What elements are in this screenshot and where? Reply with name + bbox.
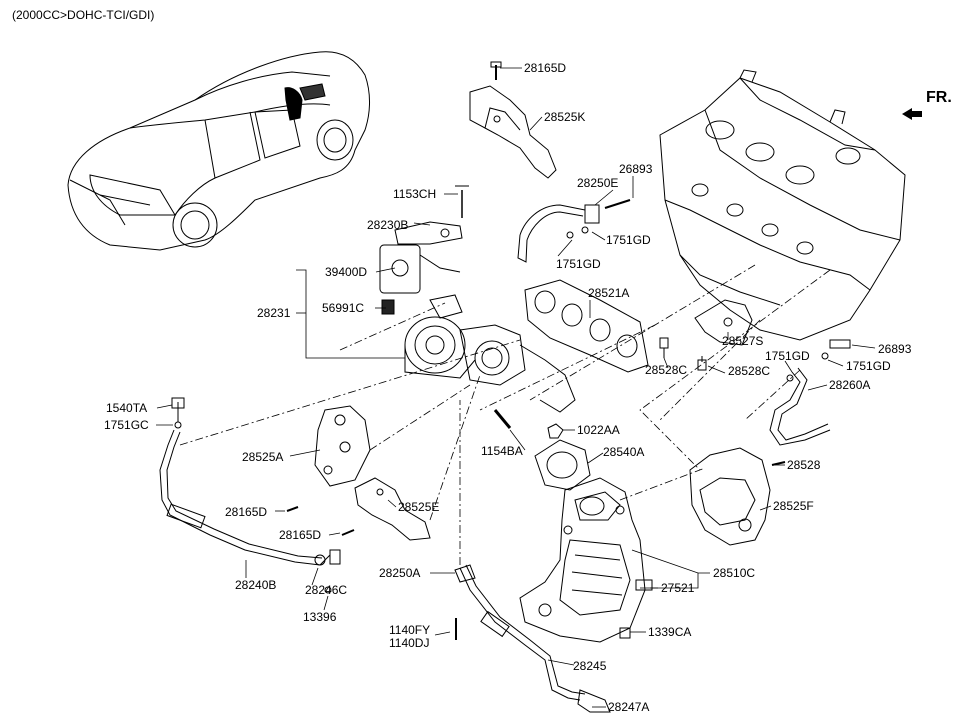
part-label-28528[interactable]: 28528 (787, 458, 821, 472)
part-label-28165D[interactable]: 28165D (524, 61, 567, 75)
part-label-28250E[interactable]: 28250E (577, 176, 619, 190)
return-pipe-lower (454, 564, 611, 713)
part-label-28165D[interactable]: 28165D (279, 528, 322, 542)
part-label-56991C[interactable]: 56991C (322, 301, 365, 315)
part-label-27521[interactable]: 27521 (661, 581, 695, 595)
part-label-28521A[interactable]: 28521A (588, 286, 630, 300)
part-label-13396[interactable]: 13396 (303, 610, 337, 624)
part-label-28540A[interactable]: 28540A (603, 445, 645, 459)
turbocharger-assembly (379, 185, 576, 413)
engine-cylinder-head (659, 69, 906, 341)
part-label-1339CA[interactable]: 1339CA (648, 625, 692, 639)
part-label-26893[interactable]: 26893 (619, 162, 653, 176)
part-label-28246C[interactable]: 28246C (305, 583, 348, 597)
heat-shield-lower (354, 477, 431, 541)
part-label-28525K[interactable]: 28525K (544, 110, 586, 124)
leader-lines (156, 67, 876, 708)
part-label-39400D[interactable]: 39400D (325, 265, 368, 279)
part-label-1540TA[interactable]: 1540TA (106, 401, 148, 415)
part-label-28525F[interactable]: 28525F (773, 499, 814, 513)
part-label-1751GD[interactable]: 1751GD (606, 233, 651, 247)
part-label-1751GD[interactable]: 1751GD (765, 349, 810, 363)
part-label-28528C[interactable]: 28528C (645, 363, 688, 377)
part-label-1751GD[interactable]: 1751GD (556, 257, 601, 271)
front-direction-label: FR. (926, 89, 952, 106)
part-label-1154BA[interactable]: 1154BA (481, 444, 523, 458)
part-label-28165D[interactable]: 28165D (225, 505, 268, 519)
manifold-gasket (524, 279, 649, 373)
part-label-28240B[interactable]: 28240B (235, 578, 277, 592)
vehicle-silhouette (67, 51, 370, 251)
heat-shield-right (689, 447, 786, 546)
part-label-28250A[interactable]: 28250A (379, 566, 421, 580)
coolant-pipe-right (769, 339, 851, 446)
part-label-28525A[interactable]: 28525A (242, 450, 284, 464)
part-label-28247A[interactable]: 28247A (608, 700, 650, 714)
catalytic-converter (519, 477, 653, 643)
assembly-guide-lines (179, 264, 831, 565)
part-label-1140FY[interactable]: 1140FY (389, 623, 431, 637)
part-label-28510C[interactable]: 28510C (713, 566, 756, 580)
oil-feed-pipe (159, 397, 341, 566)
small-fasteners (174, 61, 502, 594)
nut-1022AA (547, 423, 564, 439)
part-label-28525E[interactable]: 28525E (398, 500, 440, 514)
heat-shield-upper (469, 85, 557, 179)
part-label-28231[interactable]: 28231 (257, 306, 291, 320)
front-arrow-icon (902, 108, 922, 120)
part-label-28230B[interactable]: 28230B (367, 218, 409, 232)
engine-variant-title: (2000CC>DOHC-TCI/GDI) (12, 8, 155, 22)
stud-1154BA (493, 409, 512, 429)
part-label-28245[interactable]: 28245 (573, 659, 607, 673)
part-label-1140DJ[interactable]: 1140DJ (389, 636, 430, 650)
converter-gasket (534, 439, 591, 491)
coolant-pipe-upper (517, 199, 631, 263)
heat-shield-left (314, 405, 371, 487)
part-label-1153CH[interactable]: 1153CH (393, 187, 437, 201)
part-label-28260A[interactable]: 28260A (829, 378, 871, 392)
part-label-26893[interactable]: 26893 (878, 342, 912, 356)
part-label-1751GC[interactable]: 1751GC (104, 418, 149, 432)
part-label-28528C[interactable]: 28528C (728, 364, 771, 378)
bolts-28528C (659, 337, 707, 371)
part-label-1022AA[interactable]: 1022AA (577, 423, 620, 437)
part-label-1751GD[interactable]: 1751GD (846, 359, 891, 373)
part-label-28527S[interactable]: 28527S (722, 334, 764, 348)
